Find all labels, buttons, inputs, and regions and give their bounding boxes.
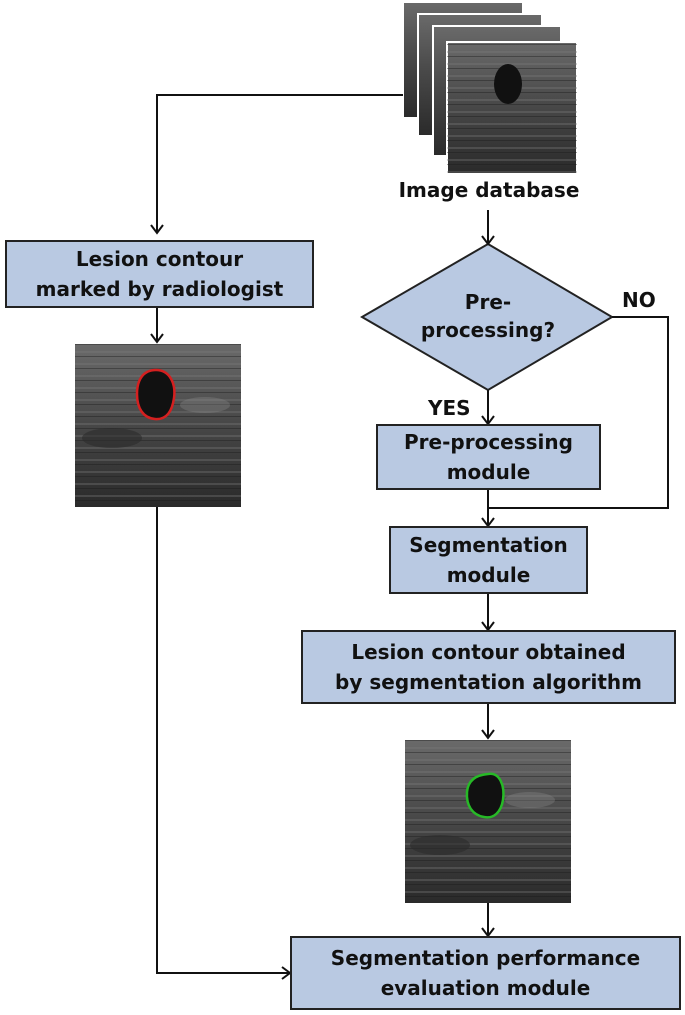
arrowhead bbox=[150, 333, 164, 344]
connector-radiologist-to-evaluation bbox=[156, 507, 290, 974]
evaluation-box-line1: Segmentation performance bbox=[330, 946, 641, 970]
segmentation-module-box: Segmentation module bbox=[389, 526, 588, 594]
image-database-label: Image database bbox=[398, 178, 580, 202]
evaluation-module-box: Segmentation performance evaluation modu… bbox=[290, 936, 681, 1010]
algorithm-lesion-contour bbox=[465, 772, 505, 819]
radiologist-ultrasound-image bbox=[75, 344, 241, 507]
radiologist-box-line2: marked by radiologist bbox=[35, 277, 284, 301]
connector-no bbox=[488, 316, 669, 509]
preprocessing-box-line2: module bbox=[446, 460, 531, 484]
stack-slide-bands bbox=[447, 42, 577, 174]
algorithm-box-line1: Lesion contour obtained bbox=[351, 640, 626, 664]
segmentation-box-line2: module bbox=[446, 563, 531, 587]
radiologist-lesion-contour bbox=[135, 368, 176, 421]
arrowhead bbox=[481, 235, 495, 246]
preprocessing-box-line1: Pre-processing bbox=[404, 430, 573, 454]
segmentation-box-line1: Segmentation bbox=[409, 533, 568, 557]
arrowhead bbox=[150, 224, 164, 235]
evaluation-box-line2: evaluation module bbox=[380, 976, 591, 1000]
algorithm-ultrasound-image bbox=[405, 740, 571, 903]
algorithm-box-line2: by segmentation algorithm bbox=[335, 670, 642, 694]
image-database-stack bbox=[402, 1, 578, 175]
connector-db-to-radiologist bbox=[156, 94, 403, 233]
radiologist-contour-box: Lesion contour marked by radiologist bbox=[5, 240, 314, 308]
decision-line1: Pre- bbox=[464, 290, 512, 314]
decision-yes-label: YES bbox=[428, 396, 471, 420]
preprocessing-module-box: Pre-processing module bbox=[376, 424, 601, 490]
arrowhead bbox=[481, 729, 495, 740]
decision-no-label: NO bbox=[622, 288, 656, 312]
decision-line2: processing? bbox=[420, 318, 556, 342]
stack-lesion bbox=[494, 64, 522, 104]
radiologist-box-line1: Lesion contour bbox=[75, 247, 244, 271]
algorithm-contour-box: Lesion contour obtained by segmentation … bbox=[301, 630, 676, 704]
decision-label: Pre- processing? bbox=[398, 288, 578, 344]
